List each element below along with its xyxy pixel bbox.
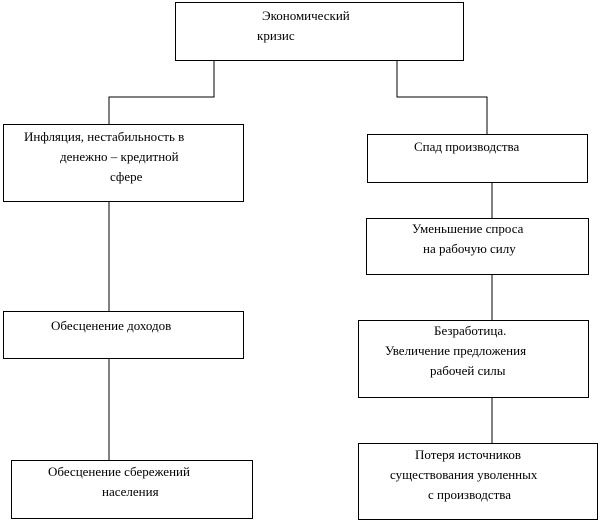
node-savings-depreciation: Обесценение сбережений населения bbox=[11, 460, 253, 519]
node-unemployment: Безработица. Увеличение предложения рабо… bbox=[358, 320, 589, 398]
node-demand-line-2: на рабочую силу bbox=[423, 241, 516, 256]
node-loss-line-1: Потеря источников bbox=[415, 447, 522, 462]
node-unemployment-line-2: Увеличение предложения bbox=[385, 343, 527, 358]
node-loss-of-livelihood: Потеря источников существования уволенны… bbox=[358, 443, 598, 520]
node-savings-line-2: населения bbox=[102, 484, 159, 499]
node-unemployment-line-1: Безработица. bbox=[434, 323, 507, 338]
node-production-line-1: Спад производства bbox=[414, 139, 520, 154]
node-economic-crisis-line-2: кризис bbox=[257, 28, 295, 43]
node-demand-line-1: Уменьшение спроса bbox=[412, 221, 524, 236]
node-labor-demand-decrease: Уменьшение спроса на рабочую силу bbox=[366, 218, 589, 275]
node-savings-line-1: Обесценение сбережений bbox=[48, 464, 190, 479]
node-economic-crisis-line-1: Экономический bbox=[262, 8, 350, 23]
node-production-decline: Спад производства bbox=[367, 134, 588, 183]
node-loss-line-3: с производства bbox=[428, 487, 512, 502]
node-inflation-instability: Инфляция, нестабильность в денежно – кре… bbox=[3, 124, 244, 202]
connector-root-to-production bbox=[396, 61, 488, 134]
node-inflation-line-1: Инфляция, нестабильность в bbox=[24, 129, 185, 144]
node-income-line-1: Обесценение доходов bbox=[51, 318, 172, 333]
node-income-depreciation: Обесценение доходов bbox=[3, 311, 244, 359]
connector-root-to-inflation bbox=[108, 61, 215, 124]
node-inflation-line-3: сфере bbox=[110, 169, 143, 184]
node-economic-crisis: Экономический кризис bbox=[175, 2, 464, 61]
node-inflation-line-2: денежно – кредитной bbox=[60, 149, 179, 164]
node-loss-line-2: существования уволенных bbox=[390, 467, 538, 482]
node-unemployment-line-3: рабочей силы bbox=[430, 363, 506, 378]
